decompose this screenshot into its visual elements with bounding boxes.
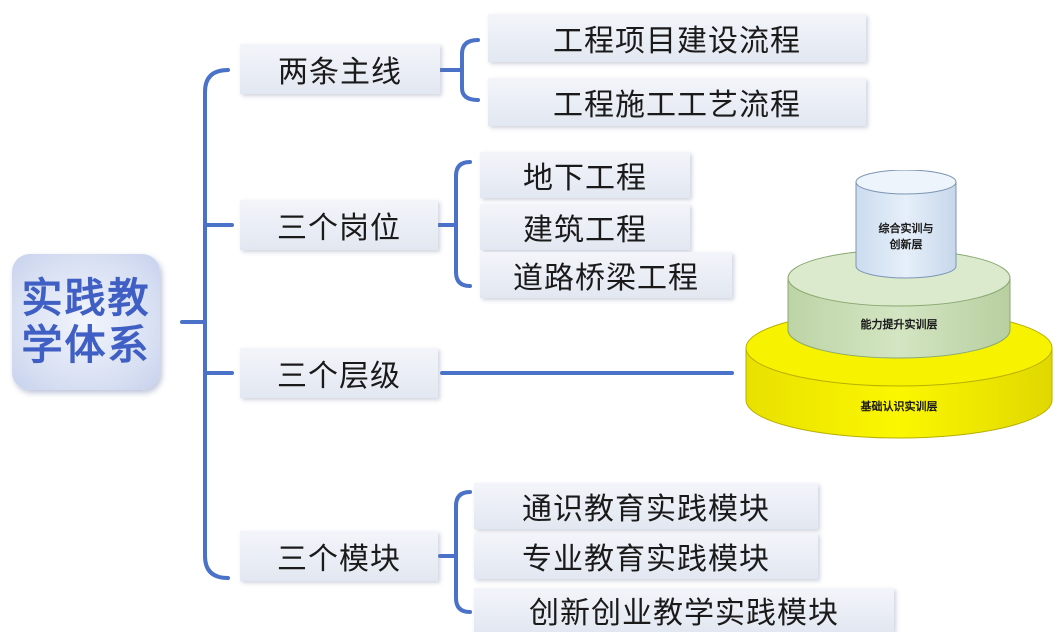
leaf-innovation-entrepreneurship-module: 创新创业教学实践模块	[474, 588, 894, 632]
branch1-bracket	[460, 38, 480, 102]
branch-three-modules: 三个模块	[240, 531, 438, 581]
root-label-line1: 实践教	[21, 273, 151, 322]
top-layer-label-line2: 创新层	[889, 237, 923, 251]
branch2-bracket	[454, 160, 472, 288]
main-bracket	[203, 68, 230, 580]
leaf-road-bridge-engineering: 道路桥梁工程	[480, 252, 732, 298]
branch-three-positions: 三个岗位	[240, 200, 438, 250]
leaf-general-education-module: 通识教育实践模块	[474, 483, 818, 529]
leaf-project-construction-process: 工程项目建设流程	[488, 14, 866, 62]
middle-layer-label: 能力提升实训层	[861, 317, 938, 331]
leaf-building-engineering: 建筑工程	[480, 204, 690, 250]
layer-cylinders: 综合实训与 创新层 能力提升实训层 基础认识实训层	[745, 170, 1053, 439]
branch-main-lines: 两条主线	[240, 44, 440, 94]
bottom-layer-label: 基础认识实训层	[860, 399, 938, 413]
branch4-bracket	[454, 490, 472, 614]
root-node: 实践教 学体系	[12, 254, 160, 390]
top-layer-label-line1: 综合实训与	[879, 221, 934, 235]
root-label-line2: 学体系	[21, 321, 151, 369]
leaf-construction-craft-process: 工程施工工艺流程	[488, 78, 866, 126]
leaf-underground-engineering: 地下工程	[480, 152, 690, 198]
branch-three-levels: 三个层级	[240, 348, 438, 398]
leaf-professional-education-module: 专业教育实践模块	[474, 533, 818, 579]
top-layer-cylinder	[855, 170, 957, 279]
